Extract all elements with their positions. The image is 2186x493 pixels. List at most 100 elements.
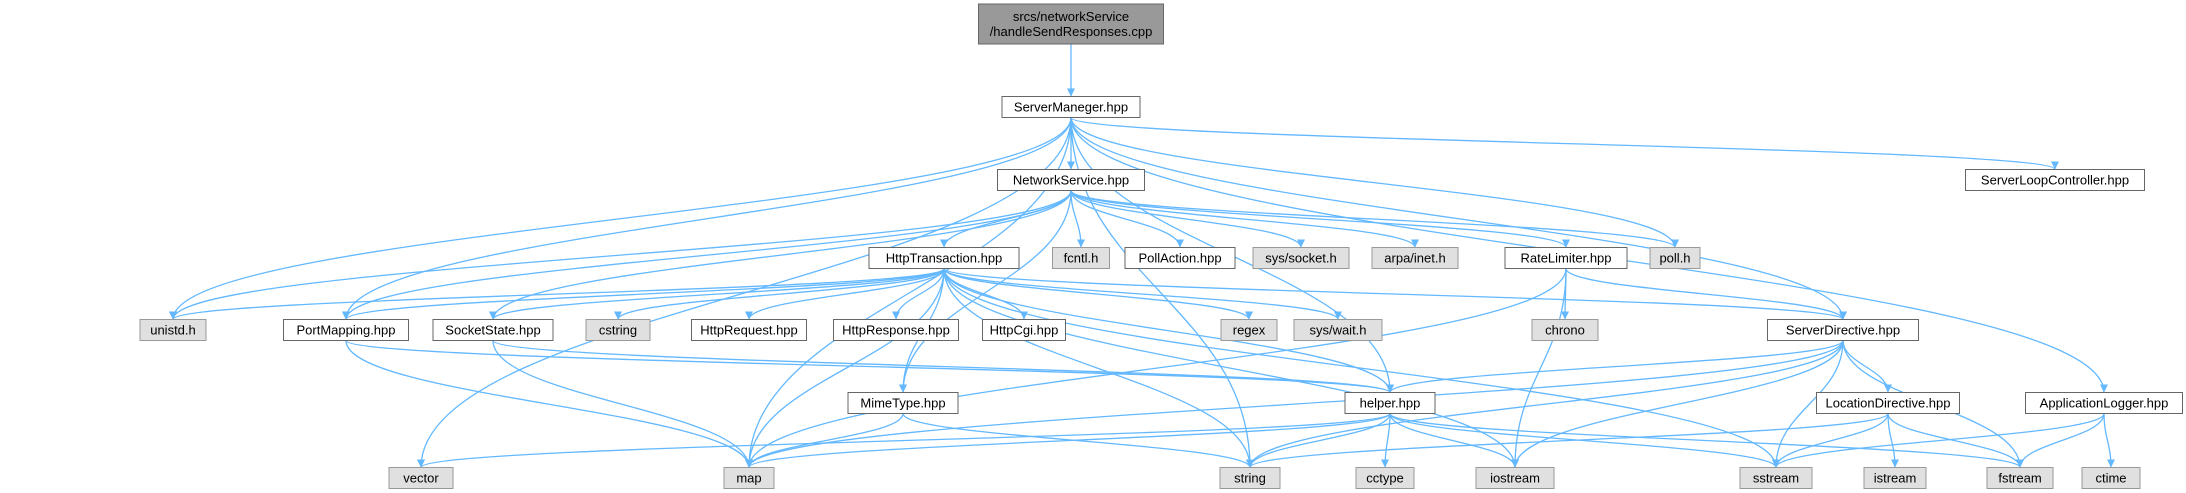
edge-httptransaction-to-map [745, 268, 945, 468]
edge-portmapping-to-map [345, 340, 753, 468]
edge-helper-to-fstream [1389, 412, 2024, 469]
node-label: iostream [1490, 471, 1540, 486]
node-ratelimiter[interactable]: RateLimiter.hpp [1504, 247, 1628, 269]
edge-networkservice-to-syssocket [1070, 190, 1305, 248]
node-box [1052, 247, 1110, 269]
node-locationdirective[interactable]: LocationDirective.hpp [1816, 392, 1960, 414]
node-box [1220, 319, 1278, 341]
node-label: sstream [1753, 471, 1799, 486]
node-box [1649, 247, 1701, 269]
node-box [1001, 96, 1141, 118]
node-box [2025, 392, 2183, 414]
edge-serverdirective-to-map [745, 340, 1844, 468]
node-fstream: fstream [1986, 467, 2054, 489]
node-label: chrono [1545, 323, 1585, 338]
node-box [1371, 247, 1459, 269]
edge-networkservice-to-portmapping [342, 190, 1072, 320]
edge-serverdirective-to-string [1246, 340, 1844, 468]
node-applicationlogger[interactable]: ApplicationLogger.hpp [2025, 392, 2183, 414]
nodes-layer: srcs/networkService/handleSendResponses.… [139, 3, 2183, 489]
node-label: NetworkService.hpp [1013, 173, 1129, 188]
node-label: RateLimiter.hpp [1520, 251, 1611, 266]
node-serverloopcontroller[interactable]: ServerLoopController.hpp [1965, 169, 2145, 191]
edge-networkservice-to-pollaction [1070, 190, 1184, 248]
node-box [1355, 467, 1415, 489]
node-string: string [1219, 467, 1281, 489]
node-networkservice[interactable]: NetworkService.hpp [997, 169, 1145, 191]
edge-networkservice-to-poll [1070, 189, 1679, 249]
node-box [1124, 247, 1236, 269]
edge-applicationlogger-to-ctime [2103, 413, 2115, 468]
edge-httptransaction-to-unistd [169, 267, 945, 321]
node-box [1475, 467, 1555, 489]
edge-servermaneger-to-serverloopcontroller [1070, 116, 2059, 171]
node-box [2081, 467, 2141, 489]
node-box [1531, 319, 1599, 341]
node-socketstate[interactable]: SocketState.hpp [432, 319, 554, 341]
node-label: SocketState.hpp [445, 323, 540, 338]
node-pollaction[interactable]: PollAction.hpp [1124, 247, 1236, 269]
edge-applicationlogger-to-fstream [2016, 413, 2105, 468]
node-vector: vector [388, 467, 454, 489]
node-box [1986, 467, 2054, 489]
edge-httptransaction-to-helper [943, 268, 1394, 393]
node-label: sys/socket.h [1265, 251, 1337, 266]
node-label: poll.h [1659, 251, 1690, 266]
node-sstream: sstream [1739, 467, 1813, 489]
node-label: cctype [1366, 471, 1404, 486]
edge-ratelimiter-to-serverdirective [1565, 268, 1847, 320]
edge-servermaneger-to-poll [1070, 117, 1679, 248]
node-label: HttpResponse.hpp [842, 323, 950, 338]
edge-httptransaction-to-serverdirective [943, 267, 1847, 321]
node-label: helper.hpp [1360, 396, 1421, 411]
edge-locationdirective-to-fstream [1887, 413, 2024, 468]
edge-networkservice-to-unistd [169, 190, 1072, 320]
node-box [139, 319, 207, 341]
edge-socketstate-to-map [492, 340, 753, 468]
node-box [388, 467, 454, 489]
edge-networkservice-to-socketstate [489, 190, 1072, 320]
node-serverdirective[interactable]: ServerDirective.hpp [1767, 319, 1919, 341]
edge-servermaneger-to-serverdirective [1070, 117, 1847, 320]
node-label: cstring [599, 323, 637, 338]
node-label: MimeType.hpp [860, 396, 945, 411]
edge-helper-to-vector [417, 412, 1391, 469]
node-box [1293, 319, 1383, 341]
node-label: PortMapping.hpp [296, 323, 395, 338]
node-label: ServerManeger.hpp [1014, 100, 1128, 115]
node-syssocket: sys/socket.h [1252, 247, 1350, 269]
edge-locationdirective-to-sstream [1772, 413, 1889, 468]
node-box [691, 319, 807, 341]
node-box [1863, 467, 1927, 489]
edge-httptransaction-to-cstring [614, 268, 945, 320]
node-box [432, 319, 554, 341]
node-fcntl: fcntl.h [1052, 247, 1110, 269]
edge-locationdirective-to-istream [1887, 413, 1899, 468]
node-helper[interactable]: helper.hpp [1344, 392, 1436, 414]
node-label: map [736, 471, 761, 486]
node-httprequest[interactable]: HttpRequest.hpp [691, 319, 807, 341]
node-label: HttpTransaction.hpp [886, 251, 1003, 266]
node-httpresponse[interactable]: HttpResponse.hpp [833, 319, 959, 341]
node-box [585, 319, 651, 341]
edge-ratelimiter-to-iostream [1511, 268, 1567, 468]
node-box [997, 169, 1145, 191]
node-httpcgi[interactable]: HttpCgi.hpp [982, 319, 1066, 341]
node-box [723, 467, 775, 489]
edge-locationdirective-to-string [1246, 412, 1889, 469]
node-label: sys/wait.h [1309, 323, 1366, 338]
node-servermaneger[interactable]: ServerManeger.hpp [1001, 96, 1141, 118]
edge-servermaneger-to-unistd [169, 117, 1072, 320]
node-portmapping[interactable]: PortMapping.hpp [283, 319, 409, 341]
node-syswait: sys/wait.h [1293, 319, 1383, 341]
node-cstring: cstring [585, 319, 651, 341]
node-chrono: chrono [1531, 319, 1599, 341]
edge-networkservice-to-ratelimiter [1070, 189, 1570, 249]
edge-httptransaction-to-regex [943, 268, 1253, 320]
node-httptransaction[interactable]: HttpTransaction.hpp [868, 247, 1020, 269]
edge-networkservice-to-mimetype [899, 190, 1072, 393]
node-mimetype[interactable]: MimeType.hpp [847, 392, 959, 414]
node-label: istream [1874, 471, 1917, 486]
node-regex: regex [1220, 319, 1278, 341]
